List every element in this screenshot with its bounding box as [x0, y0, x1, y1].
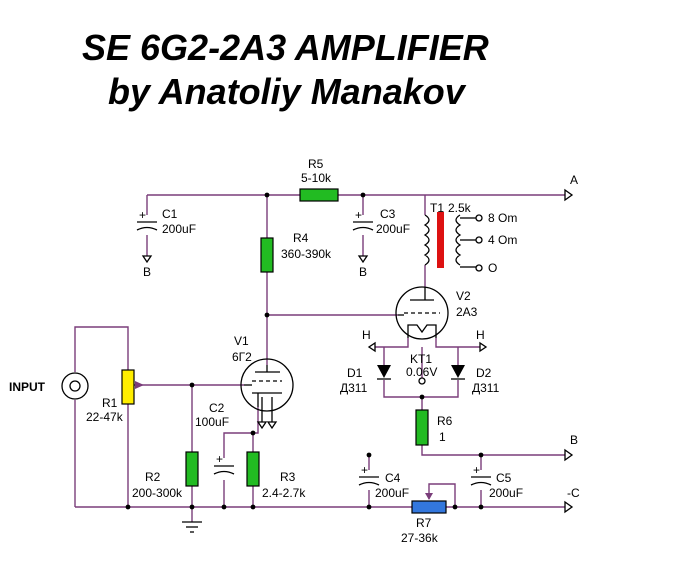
out-0-label: O [488, 261, 497, 275]
input-label: INPUT [9, 380, 46, 394]
node-c: -C [564, 486, 580, 514]
title-line-2: by Anatoliy Manakov [108, 71, 465, 112]
svg-text:+: + [473, 463, 480, 477]
r7-name: R7 [416, 516, 432, 530]
r3-value: 2.4-2.7k [262, 486, 306, 500]
heater-terminals: H H [362, 328, 488, 353]
svg-text:+: + [139, 208, 146, 222]
junction-dots [125, 192, 484, 510]
d2-name: D2 [476, 366, 492, 380]
c2-name: C2 [209, 401, 225, 415]
svg-text:+: + [355, 208, 362, 222]
capacitor-c4: + C4 200uF [358, 463, 409, 500]
svg-text:B: B [359, 265, 367, 279]
t1-value: 2.5k [448, 201, 472, 215]
r6-value: 1 [439, 430, 446, 444]
c2-value: 100uF [195, 415, 229, 429]
resistor-r6: R6 1 [415, 409, 453, 446]
c5-value: 200uF [489, 486, 523, 500]
capacitor-c5: + C5 200uF [470, 463, 523, 500]
resistor-r5: R5 5-10k [299, 157, 339, 202]
d1-value: Д311 [340, 381, 368, 395]
svg-text:-C: -C [567, 486, 580, 500]
resistor-r4: R4 360-390k [260, 231, 332, 273]
kt1-name: KT1 [410, 352, 432, 366]
v2-value: 2A3 [456, 305, 478, 319]
capacitor-c2: + C2 100uF [195, 401, 235, 475]
resistor-r1: R1 22-47k [86, 369, 144, 424]
d1-name: D1 [347, 366, 363, 380]
c3-value: 200uF [376, 222, 410, 236]
ground-symbol [182, 521, 202, 533]
transformer-t1: T1 2.5k 8 Om 4 Om O [423, 201, 517, 275]
v1-name: V1 [234, 334, 249, 348]
resistor-r3: R3 2.4-2.7k [246, 451, 306, 500]
r3-name: R3 [280, 470, 296, 484]
c5-name: C5 [496, 471, 512, 485]
tube-v1: V1 6Г2 [232, 334, 294, 430]
d2-value: Д311 [472, 381, 500, 395]
c4-name: C4 [385, 471, 401, 485]
c1-name: C1 [162, 207, 178, 221]
resistor-r7: R7 27-36k [401, 493, 447, 545]
r5-value: 5-10k [301, 171, 332, 185]
node-a: A [564, 173, 578, 202]
test-point-kt1: KT1 0.06V [406, 352, 437, 385]
r2-value: 200-300k [132, 486, 183, 500]
r5-name: R5 [308, 157, 324, 171]
svg-text:+: + [216, 452, 223, 466]
diode-d2: D2 Д311 [451, 365, 500, 395]
v2-name: V2 [456, 289, 471, 303]
r6-name: R6 [437, 414, 453, 428]
svg-text:B: B [570, 433, 578, 447]
resistor-r2: R2 200-300k [132, 451, 199, 500]
out-4-label: 4 Om [488, 233, 517, 247]
c1-value: 200uF [162, 222, 196, 236]
capacitor-c1: + C1 200uF [136, 207, 196, 236]
c3-name: C3 [380, 207, 396, 221]
svg-text:+: + [361, 463, 368, 477]
v1-value: 6Г2 [232, 350, 252, 364]
r4-name: R4 [293, 231, 309, 245]
kt1-value: 0.06V [406, 365, 437, 379]
svg-text:H: H [476, 328, 485, 342]
wiring [74, 194, 565, 522]
terminal-b-c1: B [141, 255, 153, 279]
title-line-1: SE 6G2-2A3 AMPLIFIER [82, 27, 489, 68]
r7-value: 27-36k [401, 531, 439, 545]
input-connector: INPUT [9, 372, 89, 400]
svg-text:B: B [143, 265, 151, 279]
svg-text:H: H [362, 328, 371, 342]
t1-name: T1 [430, 201, 444, 215]
terminal-b-c3: B [357, 255, 369, 279]
capacitor-c3: + C3 200uF [352, 207, 410, 236]
r1-value: 22-47k [86, 410, 124, 424]
out-8-label: 8 Om [488, 211, 517, 225]
tube-v2: V2 2A3 [395, 286, 478, 340]
r2-name: R2 [145, 470, 161, 484]
svg-text:A: A [570, 173, 578, 187]
diode-d1: D1 Д311 [340, 365, 391, 395]
r1-name: R1 [102, 396, 118, 410]
c4-value: 200uF [375, 486, 409, 500]
node-b: B [564, 433, 578, 462]
r4-value: 360-390k [281, 247, 332, 261]
